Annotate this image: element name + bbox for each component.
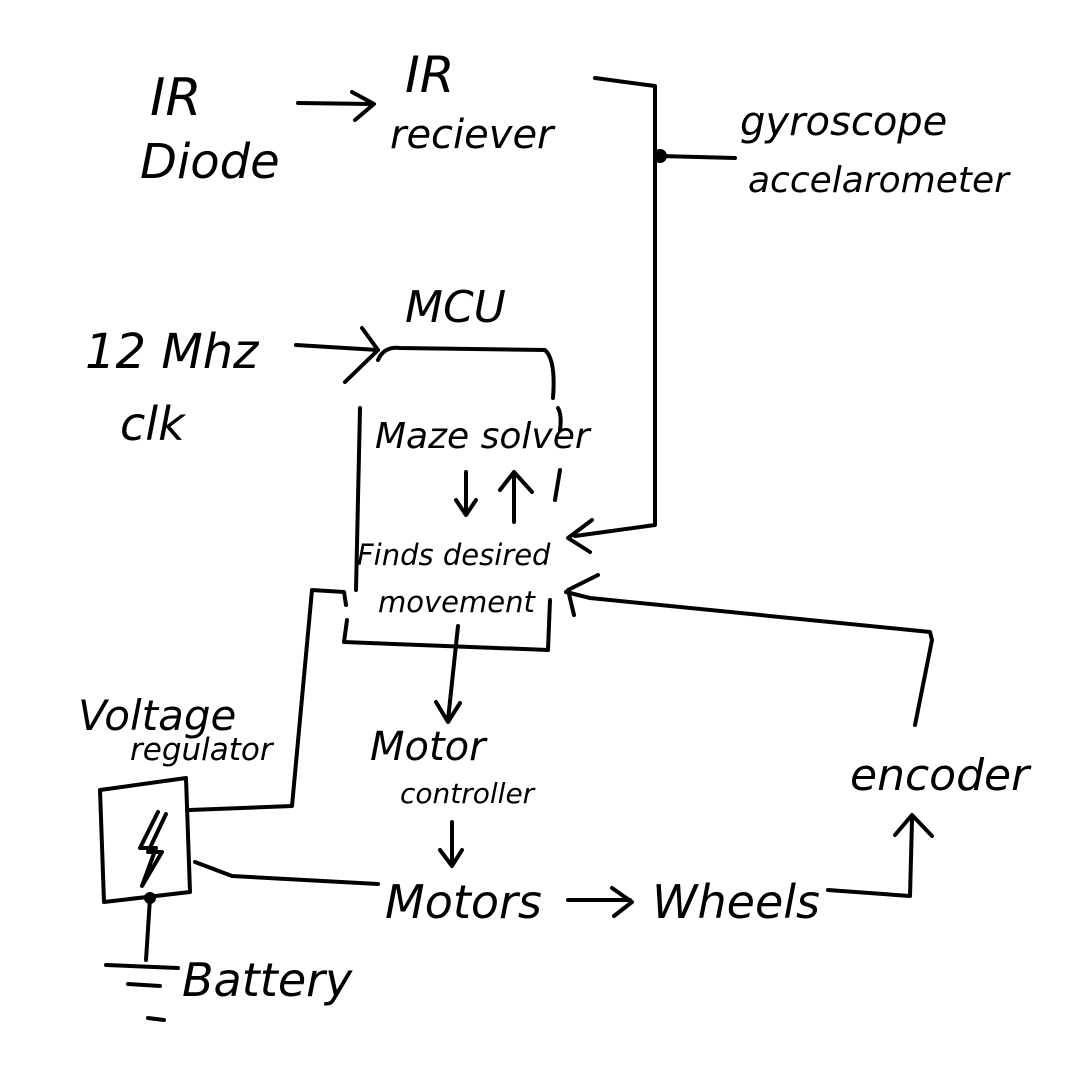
encoder-label: encoder <box>850 750 1032 801</box>
ir-receiver-label-2: reciever <box>390 112 556 158</box>
arrow-clock-to-mcu <box>294 326 380 384</box>
clock-node: 12 Mhz clk <box>85 324 260 451</box>
gyro-label-2: accelarometer <box>748 160 1011 201</box>
line-regulator-to-mcu <box>188 588 348 812</box>
finds-label-1: Finds desired <box>357 538 551 572</box>
lightning-bolt-icon <box>138 810 168 888</box>
maze-solver-label: Maze solver <box>375 416 592 457</box>
voltage-regulator-node: Voltage regulator <box>78 691 275 768</box>
wheels-label: Wheels <box>652 875 820 929</box>
gyro-node: gyroscope accelarometer <box>740 99 1011 201</box>
mcu-box <box>342 345 563 652</box>
motor-ctrl-label-2: controller <box>400 777 536 810</box>
arrow-motor-ctrl-to-motors <box>438 820 464 868</box>
line-ir-to-mcu <box>566 76 657 554</box>
clock-label-2: clk <box>120 397 187 451</box>
arrow-encoder-to-mcu <box>564 573 934 727</box>
finds-movement-node: Finds desired movement <box>357 538 551 619</box>
arrow-wheels-to-encoder <box>826 813 934 898</box>
mcu-label: MCU <box>405 282 506 333</box>
line-regulator-to-motors <box>193 860 380 886</box>
ir-diode-label-2: Diode <box>140 134 280 190</box>
voltage-label-2: regulator <box>130 732 275 768</box>
arrow-finds-to-solver <box>498 470 534 524</box>
ir-diode-label-1: IR <box>150 68 201 128</box>
ir-receiver-node: IR reciever <box>390 46 556 158</box>
arrow-mcu-to-motor-ctrl <box>434 624 462 724</box>
gyro-label-1: gyroscope <box>740 99 947 145</box>
ir-diode-node: IR Diode <box>140 68 280 190</box>
motor-controller-node: Motor controller <box>370 724 536 810</box>
finds-label-2: movement <box>378 585 536 619</box>
voltage-label-1: Voltage <box>78 691 236 740</box>
arrow-ir-diode-to-receiver <box>296 90 376 122</box>
clock-label-1: 12 Mhz <box>85 324 260 380</box>
regulator-box <box>98 776 192 904</box>
arrow-motors-to-wheels <box>566 886 634 918</box>
battery-label: Battery <box>182 953 353 1007</box>
line-gyro-to-bus <box>658 154 737 160</box>
arrow-solver-to-finds <box>454 470 478 517</box>
ir-receiver-label-1: IR <box>405 46 455 104</box>
motor-ctrl-label-1: Motor <box>370 724 488 770</box>
motors-label: Motors <box>385 875 542 929</box>
battery-ground-icon <box>104 896 180 1022</box>
